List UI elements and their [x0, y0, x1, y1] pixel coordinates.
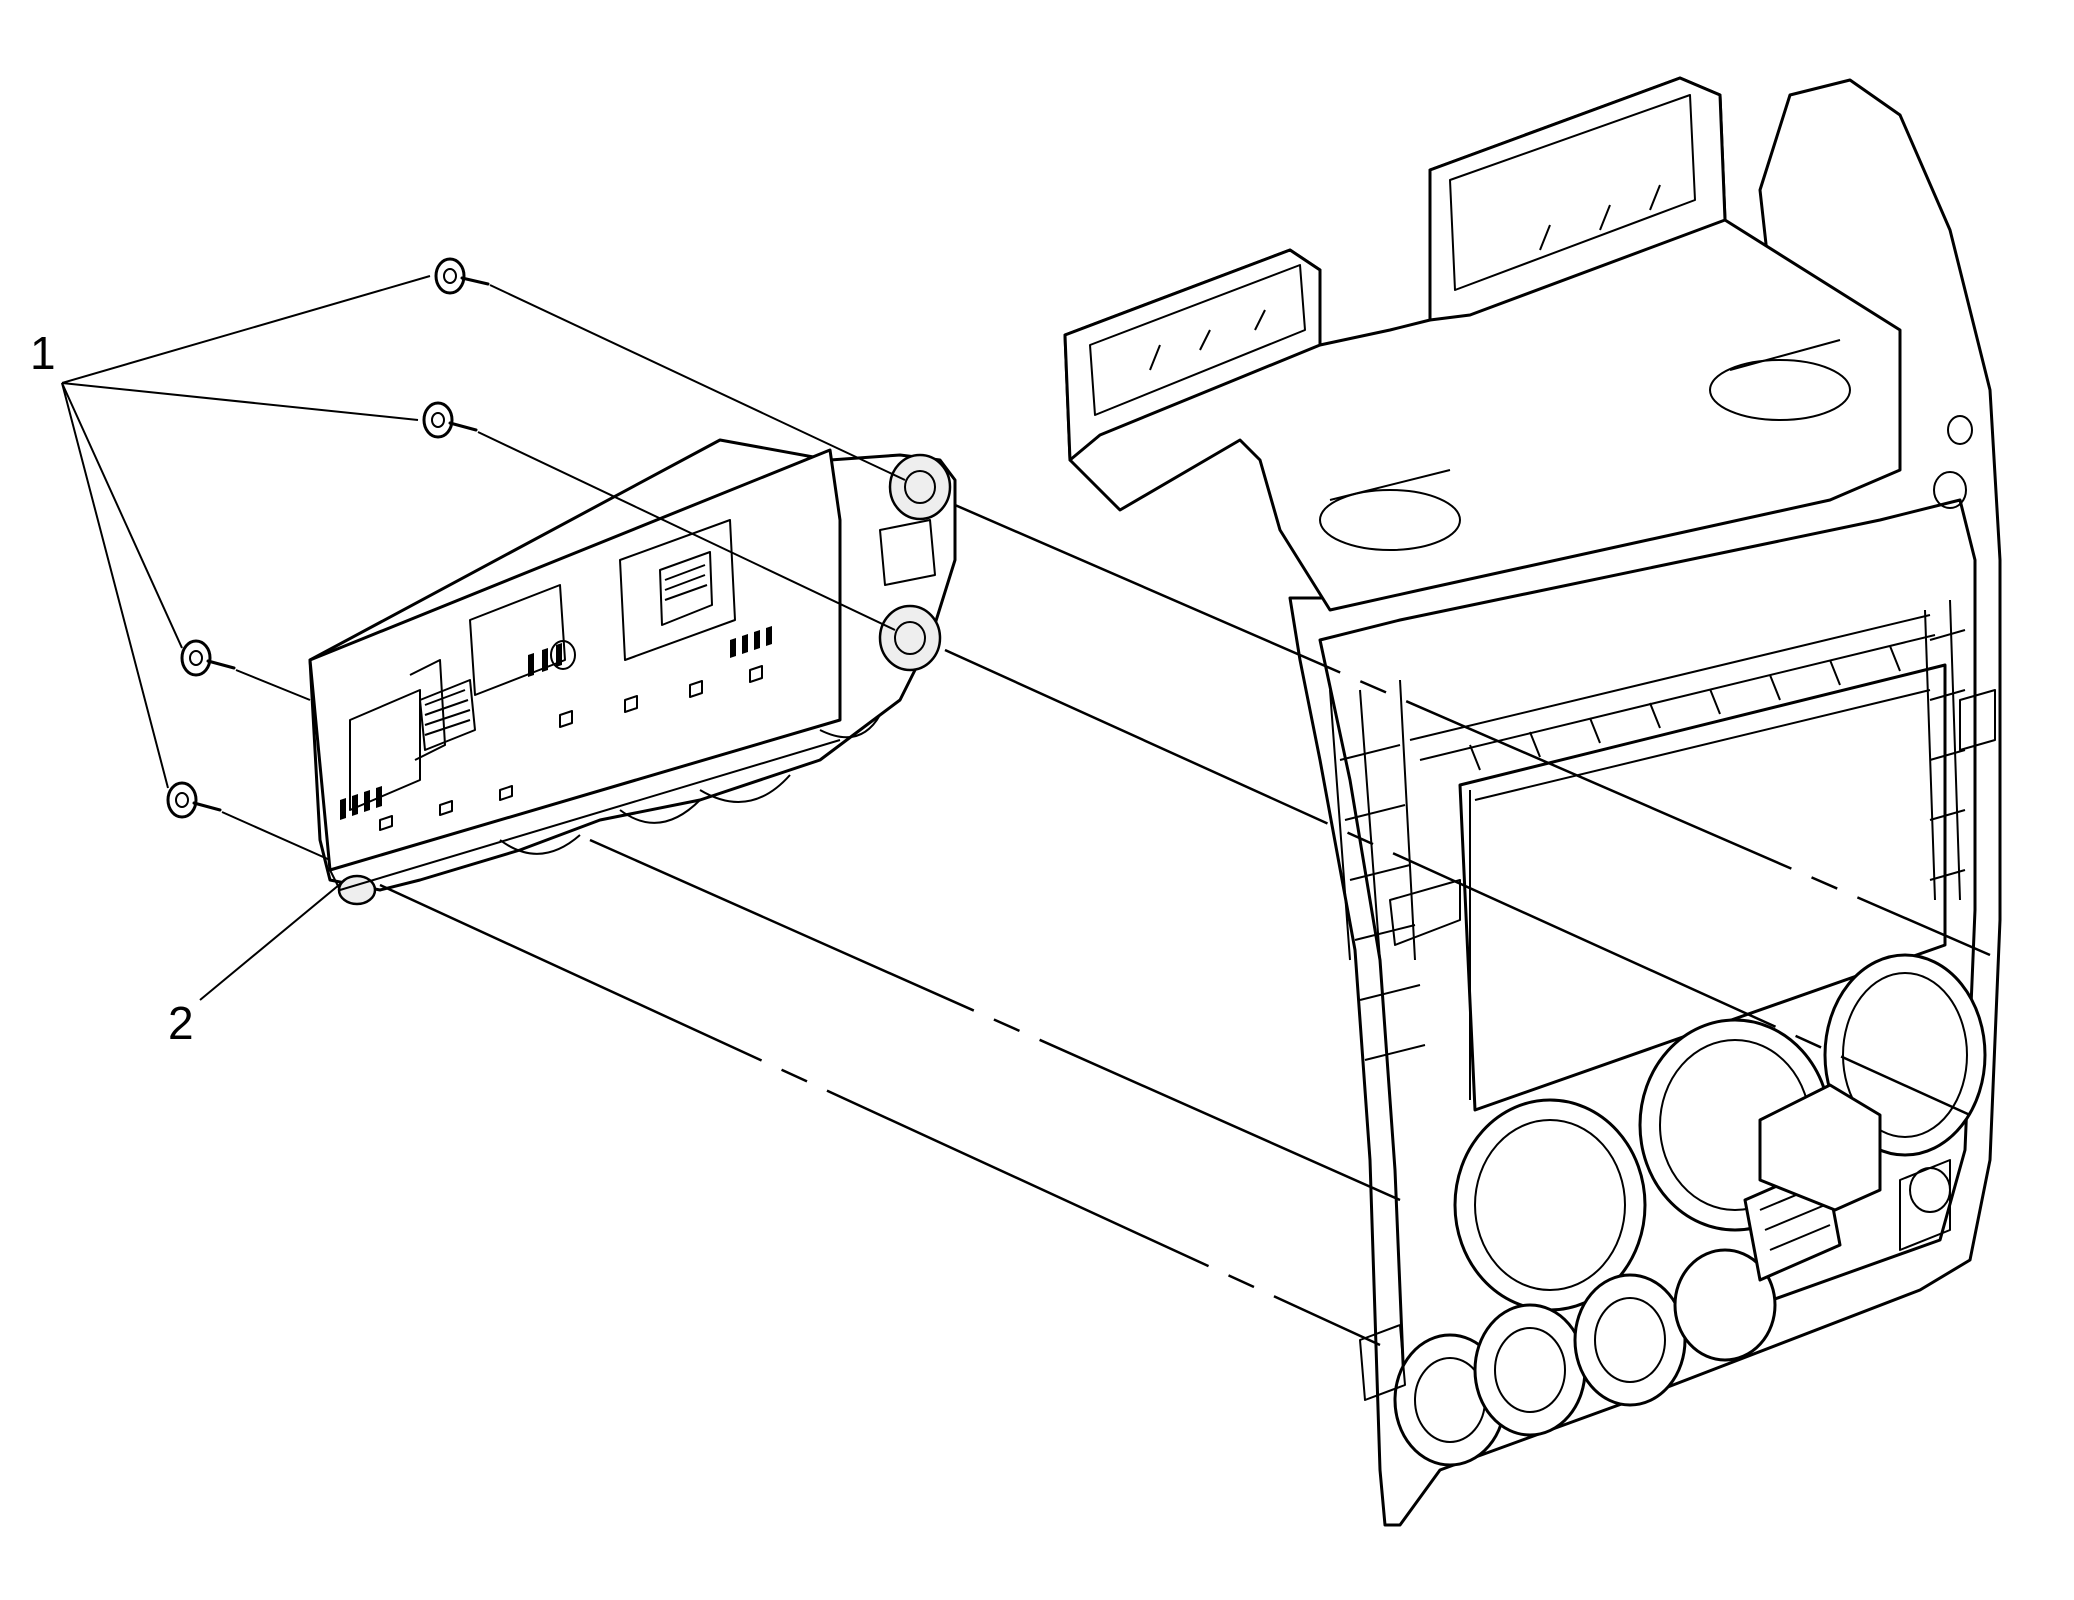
callout-1-leaders [61, 275, 431, 789]
callout-label-1: 1 [30, 327, 56, 379]
instrument-panel-bezel [1063, 76, 2002, 1527]
screw-1-top [434, 257, 490, 295]
screw-4-lower [166, 781, 222, 819]
screw-2-upper [422, 401, 478, 439]
screw-3-middle [180, 639, 236, 677]
hvac-control-module [308, 438, 957, 906]
alignment-lines [221, 284, 1991, 1347]
callout-2-leader [199, 879, 346, 1001]
callout-label-2: 2 [168, 997, 194, 1049]
